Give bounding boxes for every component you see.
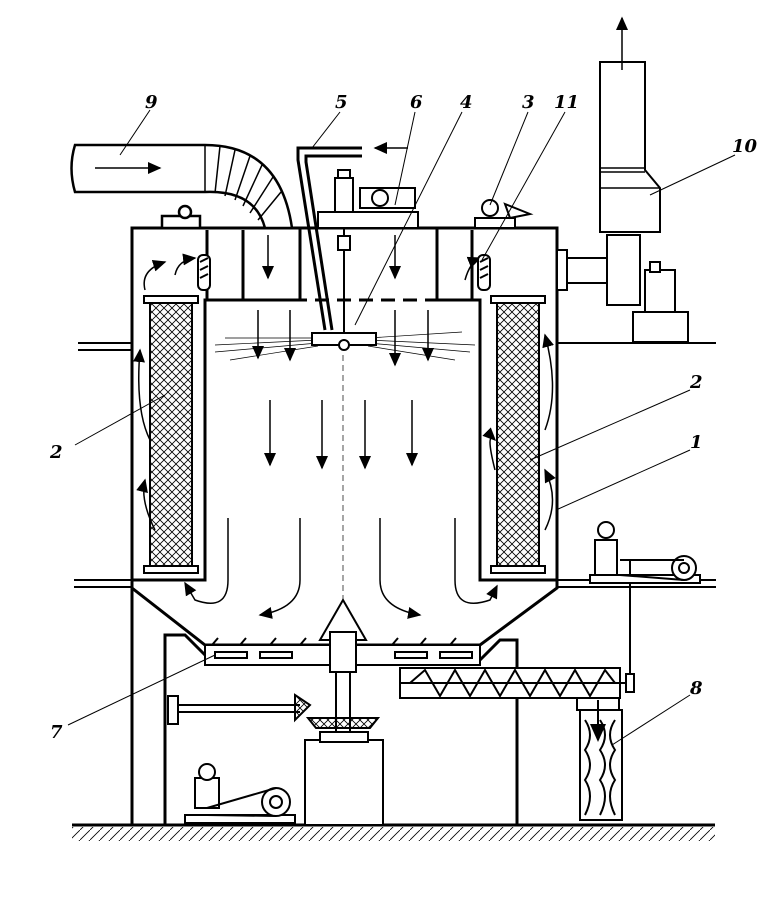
collector-bag: [576, 697, 623, 821]
filter-sleeve-left: [143, 295, 199, 574]
callout-3: 3: [522, 92, 535, 113]
callout-11: 11: [554, 92, 579, 113]
leader-lines: [67, 109, 736, 746]
feed-pipe: [296, 142, 408, 331]
callout-5: 5: [335, 92, 348, 113]
callout-10: 10: [732, 136, 758, 157]
callout-1: 1: [690, 432, 703, 453]
callout-4: 4: [460, 92, 473, 113]
bottom-airflow: [184, 518, 498, 619]
callout-6: 6: [410, 92, 423, 113]
callout-labels: 9 5 6 4 3 11 10 2 2 1 7 8: [49, 92, 758, 743]
exhaust-fan: [556, 16, 689, 343]
screw-conveyor: [399, 560, 635, 699]
scraper-drive-motor: [184, 763, 296, 824]
callout-8: 8: [689, 678, 703, 699]
ground: [72, 823, 715, 841]
vent-clamps: [197, 254, 491, 291]
scraper-mechanism: [167, 597, 481, 826]
callout-2-left: 2: [49, 442, 63, 463]
downflow-arrows: [252, 235, 434, 470]
conveyor-drive: [589, 521, 701, 584]
atomizer-assembly: [311, 169, 419, 351]
callout-2-right: 2: [689, 372, 703, 393]
callout-9: 9: [145, 92, 158, 113]
air-inlet-duct: [70, 143, 294, 230]
callout-7: 7: [50, 722, 63, 743]
filter-sleeve-right: [490, 295, 546, 574]
